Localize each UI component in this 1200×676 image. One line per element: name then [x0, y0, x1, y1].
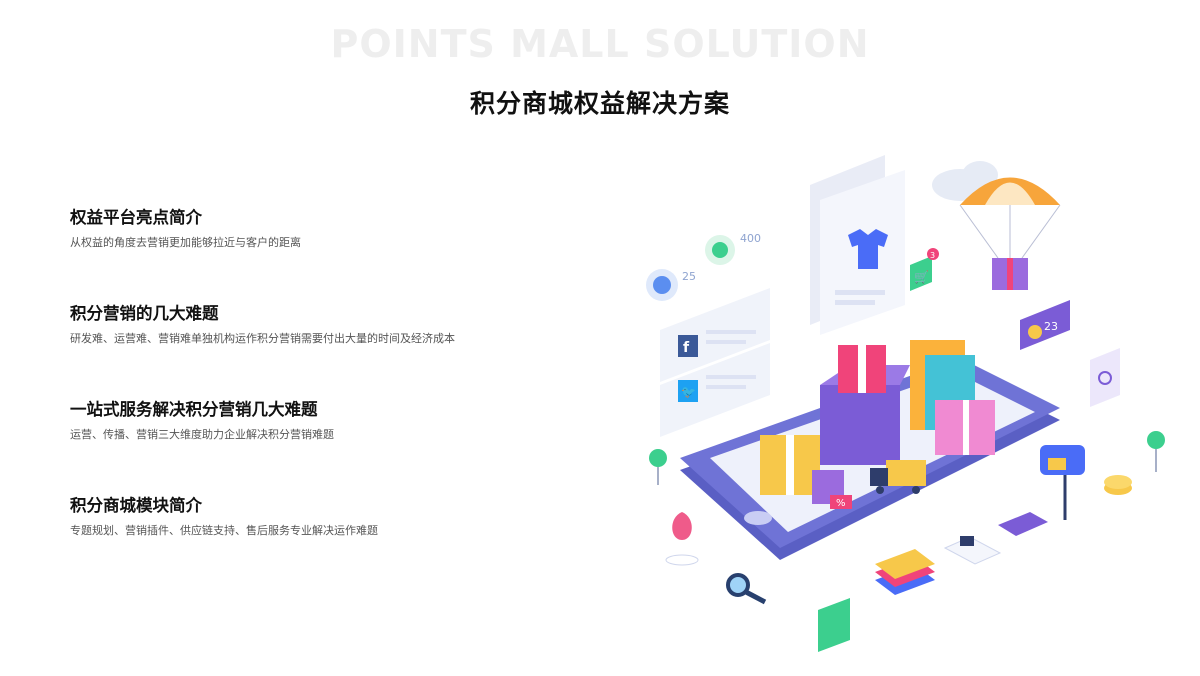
tree-icon-right [1147, 431, 1165, 472]
feature-description: 专题规划、营销插件、供应链支持、售后服务专业解决运作难题 [70, 524, 378, 537]
facebook-icon: f [683, 340, 690, 356]
discount-tag-icon: % [830, 495, 852, 509]
emoji-chat-icon: 23 [1020, 300, 1070, 350]
cart-badge: 3 [930, 251, 935, 260]
emoji-count: 23 [1044, 320, 1058, 333]
points-mall-illustration: 🛒 3 25 400 f 🐦 [646, 155, 1165, 652]
parachute-gift-icon [959, 177, 1061, 290]
shopping-cart-icon: 🛒 3 [910, 248, 939, 291]
background-watermark-title: POINTS MALL SOLUTION [330, 22, 870, 66]
feature-item: 积分商城模块简介 专题规划、营销插件、供应链支持、售后服务专业解决运作难题 [70, 494, 590, 538]
feature-title: 一站式服务解决积分营销几大难题 [70, 400, 318, 419]
gift-box-icons [760, 340, 995, 504]
feature-title: 权益平台亮点简介 [70, 208, 202, 227]
user-profile-icon [1090, 348, 1120, 407]
mailbox-icon [1040, 445, 1085, 520]
pos-terminal-icon [943, 536, 1002, 565]
location-pin-icon [665, 512, 699, 566]
feature-title: 积分营销的几大难题 [70, 304, 219, 323]
product-card-icon [810, 155, 905, 335]
like-count: 25 [682, 270, 696, 283]
shopping-bag-icon [818, 598, 850, 652]
feature-item: 权益平台亮点简介 从权益的角度去营销更加能够拉近与客户的距离 [70, 206, 590, 250]
svg-text:🛒: 🛒 [914, 270, 929, 284]
feature-item: 一站式服务解决积分营销几大难题 运营、传播、营销三大维度助力企业解决积分营销难题 [70, 398, 590, 442]
wallet-icon [998, 512, 1048, 536]
social-feed-card: f 🐦 [660, 288, 770, 437]
credit-cards-icon [875, 549, 935, 595]
feature-description: 从权益的角度去营销更加能够拉近与客户的距离 [70, 236, 301, 249]
feature-description: 运营、传播、营销三大维度助力企业解决积分营销难题 [70, 428, 334, 441]
feature-title: 积分商城模块简介 [70, 496, 202, 515]
page-title: 积分商城权益解决方案 [469, 89, 730, 118]
feature-description: 研发难、运营难、营销难单独机构运作积分营销需要付出大量的时间及经济成本 [70, 332, 455, 345]
share-count: 400 [740, 232, 761, 245]
twitter-icon: 🐦 [681, 385, 696, 399]
tree-icon-left [649, 449, 667, 485]
delivery-truck-icon [870, 460, 926, 494]
like-bubble-icon: 25 [646, 269, 696, 301]
feature-item: 积分营销的几大难题 研发难、运营难、营销难单独机构运作积分营销需要付出大量的时间… [70, 302, 590, 346]
coin-stack-icon [1104, 475, 1132, 495]
share-bubble-icon: 400 [705, 232, 761, 265]
discount-tag-text: % [836, 498, 846, 509]
magnifier-icon [726, 573, 767, 605]
